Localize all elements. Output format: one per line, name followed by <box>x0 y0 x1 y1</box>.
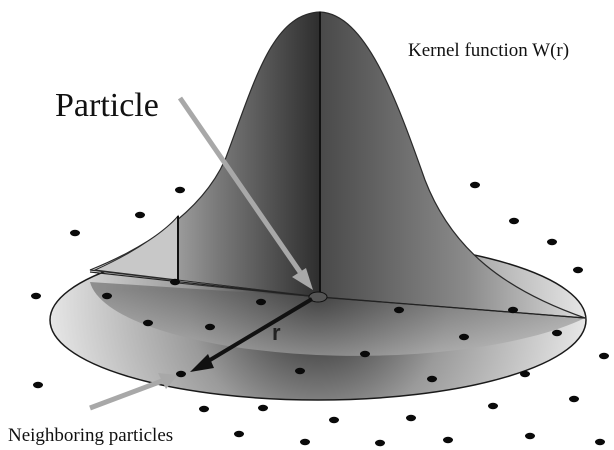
particle-dot <box>258 404 268 412</box>
particle-dot <box>143 319 153 327</box>
radius-arrow <box>190 297 314 372</box>
particle-dot <box>488 402 498 410</box>
particle-dot <box>470 181 480 189</box>
particle-dot <box>360 350 370 358</box>
particle-label: Particle <box>55 87 159 124</box>
particle-dot <box>573 266 583 274</box>
particle-dot <box>295 367 305 375</box>
particle-dot <box>375 439 385 447</box>
particle-dot <box>300 438 310 446</box>
particle-dot <box>31 292 41 300</box>
particle-dot <box>199 405 209 413</box>
particle-dot <box>135 211 145 219</box>
particle-dot <box>70 229 80 237</box>
particle-dot <box>459 333 469 341</box>
particle-dot <box>552 329 562 337</box>
particle-dot <box>509 217 519 225</box>
particle-dot <box>170 278 180 286</box>
particle-dot <box>176 370 186 378</box>
particle-dot <box>520 370 530 378</box>
particle-dot <box>595 438 605 446</box>
particle-dot <box>525 432 535 440</box>
particle-dot <box>569 395 579 403</box>
particle-dot <box>599 352 609 360</box>
cut-edge-right <box>317 296 586 319</box>
particle-dot <box>547 238 557 246</box>
radius-label: r <box>272 320 281 345</box>
particle-dot <box>175 186 185 194</box>
particle-dot <box>234 430 244 438</box>
particle-dot <box>102 292 112 300</box>
particle-dot <box>427 375 437 383</box>
neighboring-particles-label: Neighboring particles <box>8 425 173 446</box>
particle-dot <box>33 381 43 389</box>
kernel-right-half <box>319 11 586 319</box>
particle-dot <box>508 306 518 314</box>
cut-edge-left <box>89 271 319 298</box>
kernel-function-label: Kernel function W(r) <box>408 40 569 61</box>
neighbor-pointer-arrow <box>89 373 178 411</box>
center-particle <box>308 291 328 303</box>
particle-dot <box>329 416 339 424</box>
particle-dot <box>406 414 416 422</box>
particle-dot <box>394 306 404 314</box>
particle-dot <box>205 323 215 331</box>
particle-dot <box>443 436 453 444</box>
particle-pointer-arrow <box>177 96 313 290</box>
particle-dot <box>256 298 266 306</box>
neighbor-particles <box>31 181 609 447</box>
